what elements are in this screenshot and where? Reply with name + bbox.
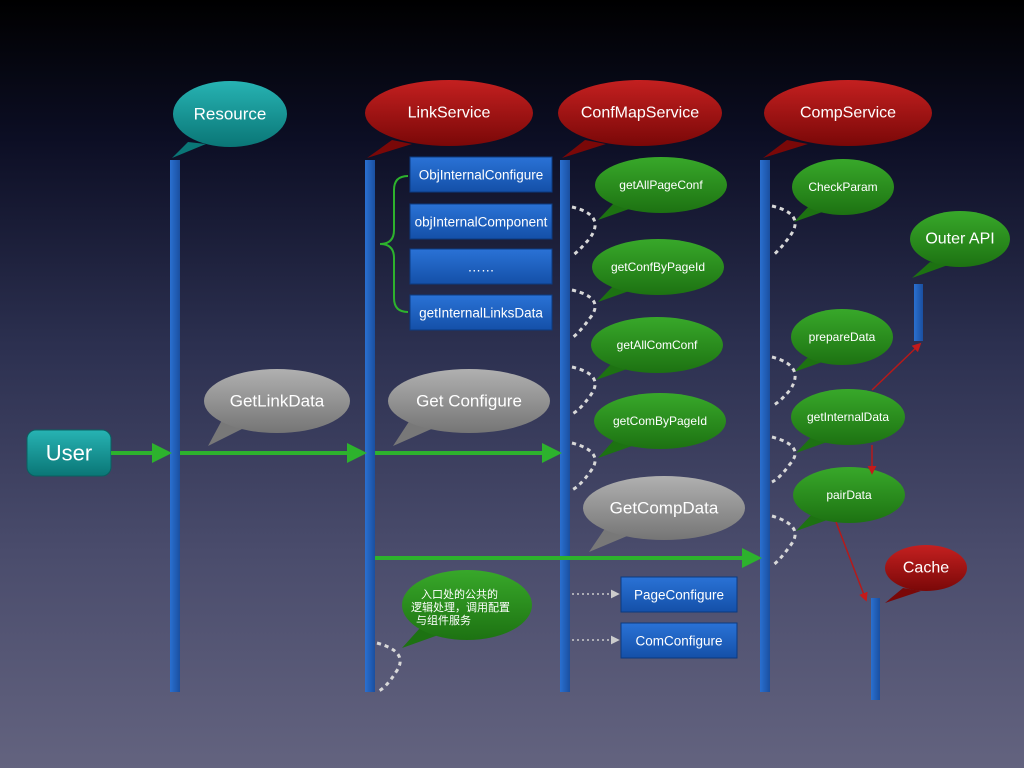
self-call-arcs [376, 204, 797, 694]
call-label: getAllComConf [617, 338, 698, 352]
outer-api-label: Outer API [925, 231, 994, 248]
linkservice-box-0: ObjInternalConfigure [409, 156, 553, 193]
lifeline-compservice [760, 160, 770, 692]
linkservice-box-1: objInternalComponent [409, 203, 553, 240]
confmap-call-getallcomconf: getAllComConf [591, 317, 723, 380]
confmapservice-label: ConfMapService [581, 105, 699, 122]
linkservice-label: LinkService [408, 105, 491, 122]
call-label: getComByPageId [613, 414, 707, 428]
confmap-call-getconfbypageid: getConfByPageId [592, 239, 724, 302]
call-label: pairData [826, 488, 872, 502]
call-label: prepareData [809, 330, 876, 344]
participant-outer-api: Outer API [910, 211, 1010, 278]
lifeline-confmapservice [560, 160, 570, 692]
participant-cache: Cache [885, 545, 967, 603]
lifeline-outer-api [914, 284, 923, 341]
getconfigure-label: Get Configure [416, 392, 522, 411]
participant-compservice: CompService [763, 80, 932, 158]
message-getconfigure: Get Configure [388, 369, 550, 446]
note-line-2: 逻辑处理，调用配置 [411, 600, 510, 614]
linkservice-item-label: ObjInternalConfigure [419, 168, 544, 183]
output-comconfigure: ComConfigure [620, 622, 738, 659]
note-line-1: 入口处的公共的 [421, 587, 498, 601]
message-getlinkdata: GetLinkData [204, 369, 350, 446]
participant-resource: Resource [172, 81, 287, 158]
message-getcompdata: GetCompData [583, 476, 745, 552]
getcompdata-label: GetCompData [610, 499, 719, 518]
call-label: getInternalData [807, 410, 889, 424]
comp-call-getinternaldata: getInternalData [791, 389, 905, 453]
comp-call-pairdata: pairData [793, 467, 905, 531]
note-bubble: 入口处的公共的 逻辑处理，调用配置 与组件服务 [402, 570, 532, 648]
note-line-3: 与组件服务 [416, 613, 471, 627]
comp-call-preparedata: prepareData [791, 309, 893, 372]
getlinkdata-label: GetLinkData [230, 392, 325, 411]
participant-linkservice: LinkService [365, 80, 533, 158]
linkservice-box-3: getInternalLinksData [409, 294, 553, 331]
lifeline-linkservice [365, 160, 375, 692]
call-label: getConfByPageId [611, 260, 705, 274]
confmap-call-getallpageconf: getAllPageConf [595, 157, 727, 220]
participant-confmapservice: ConfMapService [558, 80, 722, 158]
comp-call-checkparam: CheckParam [792, 159, 894, 222]
lifeline-cache [871, 598, 880, 700]
output-label: ComConfigure [635, 634, 722, 649]
linkservice-item-label: …… [468, 260, 495, 275]
cache-label: Cache [903, 560, 949, 577]
linkservice-brace [379, 175, 409, 313]
call-label: CheckParam [808, 180, 877, 194]
output-label: PageConfigure [634, 588, 724, 603]
arrow-pairdata-to-cache [835, 521, 868, 602]
resource-label: Resource [194, 105, 267, 124]
compservice-label: CompService [800, 105, 896, 122]
linkservice-item-label: getInternalLinksData [419, 306, 543, 321]
linkservice-item-label: objInternalComponent [415, 215, 548, 230]
lifeline-resource [170, 160, 180, 692]
linkservice-box-2: …… [409, 248, 553, 285]
user-actor: User [26, 429, 112, 477]
user-label: User [46, 441, 92, 466]
call-label: getAllPageConf [619, 178, 703, 192]
confmap-call-getcombypageid: getComByPageId [594, 393, 726, 458]
output-pageconfigure: PageConfigure [620, 576, 738, 613]
arrow-getinternaldata-to-outer-api [871, 342, 922, 391]
